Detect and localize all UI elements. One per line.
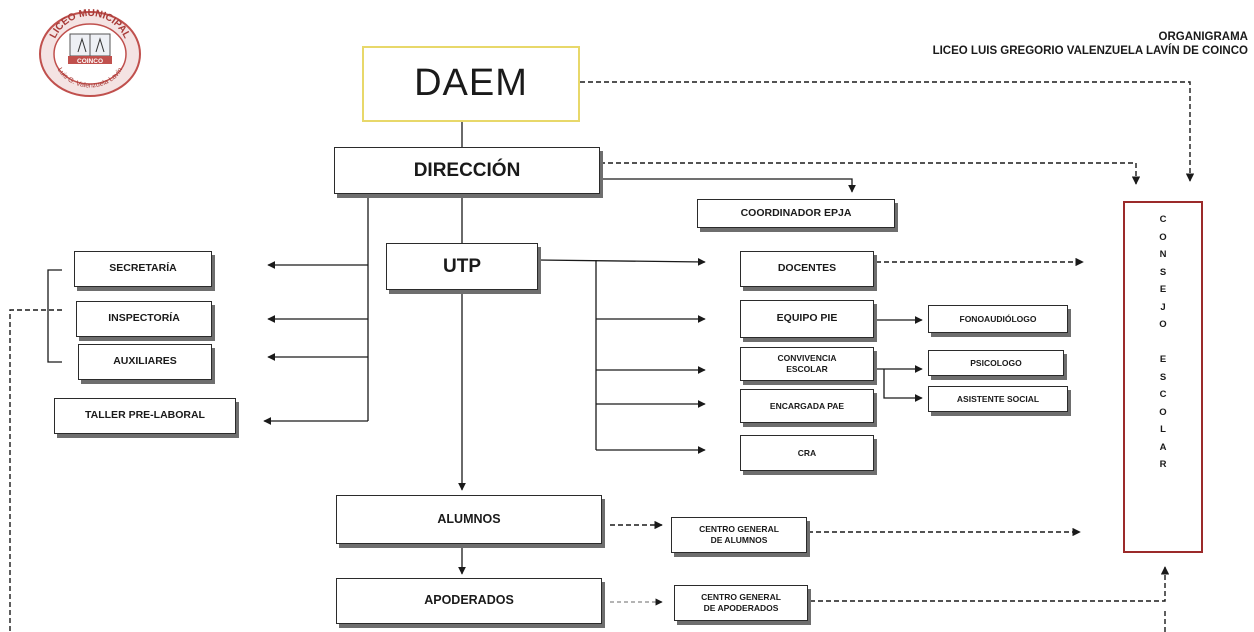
node-centro-general-apoderados: CENTRO GENERAL DE APODERADOS [674,585,808,621]
consejo-letter: R [1159,459,1167,470]
node-inspectoria: INSPECTORÍA [76,301,212,337]
node-convivencia-escolar: CONVIVENCIA ESCOLAR [740,347,874,381]
dashed-direccion-consejo [600,162,1141,185]
consejo-letter: A [1159,441,1167,453]
consejo-letter: L [1160,424,1166,435]
node-direccion: DIRECCIÓN [334,147,600,194]
consejo-letter: S [1159,371,1167,383]
node-coordinador-epja: COORDINADOR EPJA [697,199,895,228]
bracket-staff [47,269,62,363]
school-logo-icon: LICEO MUNICIPAL COINCO Luis G. Valenzuel… [39,8,141,97]
dashed-daem-consejo [580,81,1195,182]
consejo-letter: O [1159,319,1167,330]
logo-center-text: COINCO [77,58,103,65]
consejo-letter: C [1159,389,1167,400]
chart-title: ORGANIGRAMA LICEO LUIS GREGORIO VALENZUE… [933,30,1248,58]
consejo-letter: J [1160,301,1166,313]
node-taller-pre-laboral: TALLER PRE-LABORAL [54,398,236,434]
node-alumnos: ALUMNOS [336,495,602,544]
node-consejo-escolar: C O N S E J O E S C O L A R [1123,201,1203,553]
consejo-letter: N [1159,249,1167,260]
consejo-letter: E [1159,284,1167,295]
node-encargada-pae: ENCARGADA PAE [740,389,874,423]
node-psicologo: PSICOLOGO [928,350,1064,376]
dashed-centro-apoderados-consejo [810,566,1170,602]
node-utp: UTP [386,243,538,290]
node-daem: DAEM [362,46,580,122]
node-centro-general-alumnos: CENTRO GENERAL DE ALUMNOS [671,517,807,553]
arrow-asistente-social [883,369,923,402]
dashed-left-rail [9,309,62,632]
consejo-letter: S [1159,266,1167,278]
arrow-coordinador-epja [600,178,856,193]
node-auxiliares: AUXILIARES [78,344,212,380]
consejo-letter: E [1159,354,1167,365]
arrow-docentes [537,258,706,266]
consejo-letter: O [1159,406,1167,418]
node-apoderados: APODERADOS [336,578,602,624]
title-line-2: LICEO LUIS GREGORIO VALENZUELA LAVÍN DE … [932,45,1248,57]
node-cra: CRA [740,435,874,471]
consejo-letter: O [1159,231,1167,243]
node-docentes: DOCENTES [740,251,874,287]
node-fonoaudiologo: FONOAUDIÓLOGO [928,305,1068,333]
node-equipo-pie: EQUIPO PIE [740,300,874,338]
title-line-1: ORGANIGRAMA [1158,31,1248,43]
consejo-letter: C [1159,214,1167,225]
node-asistente-social: ASISTENTE SOCIAL [928,386,1068,412]
node-secretaria: SECRETARÍA [74,251,212,287]
